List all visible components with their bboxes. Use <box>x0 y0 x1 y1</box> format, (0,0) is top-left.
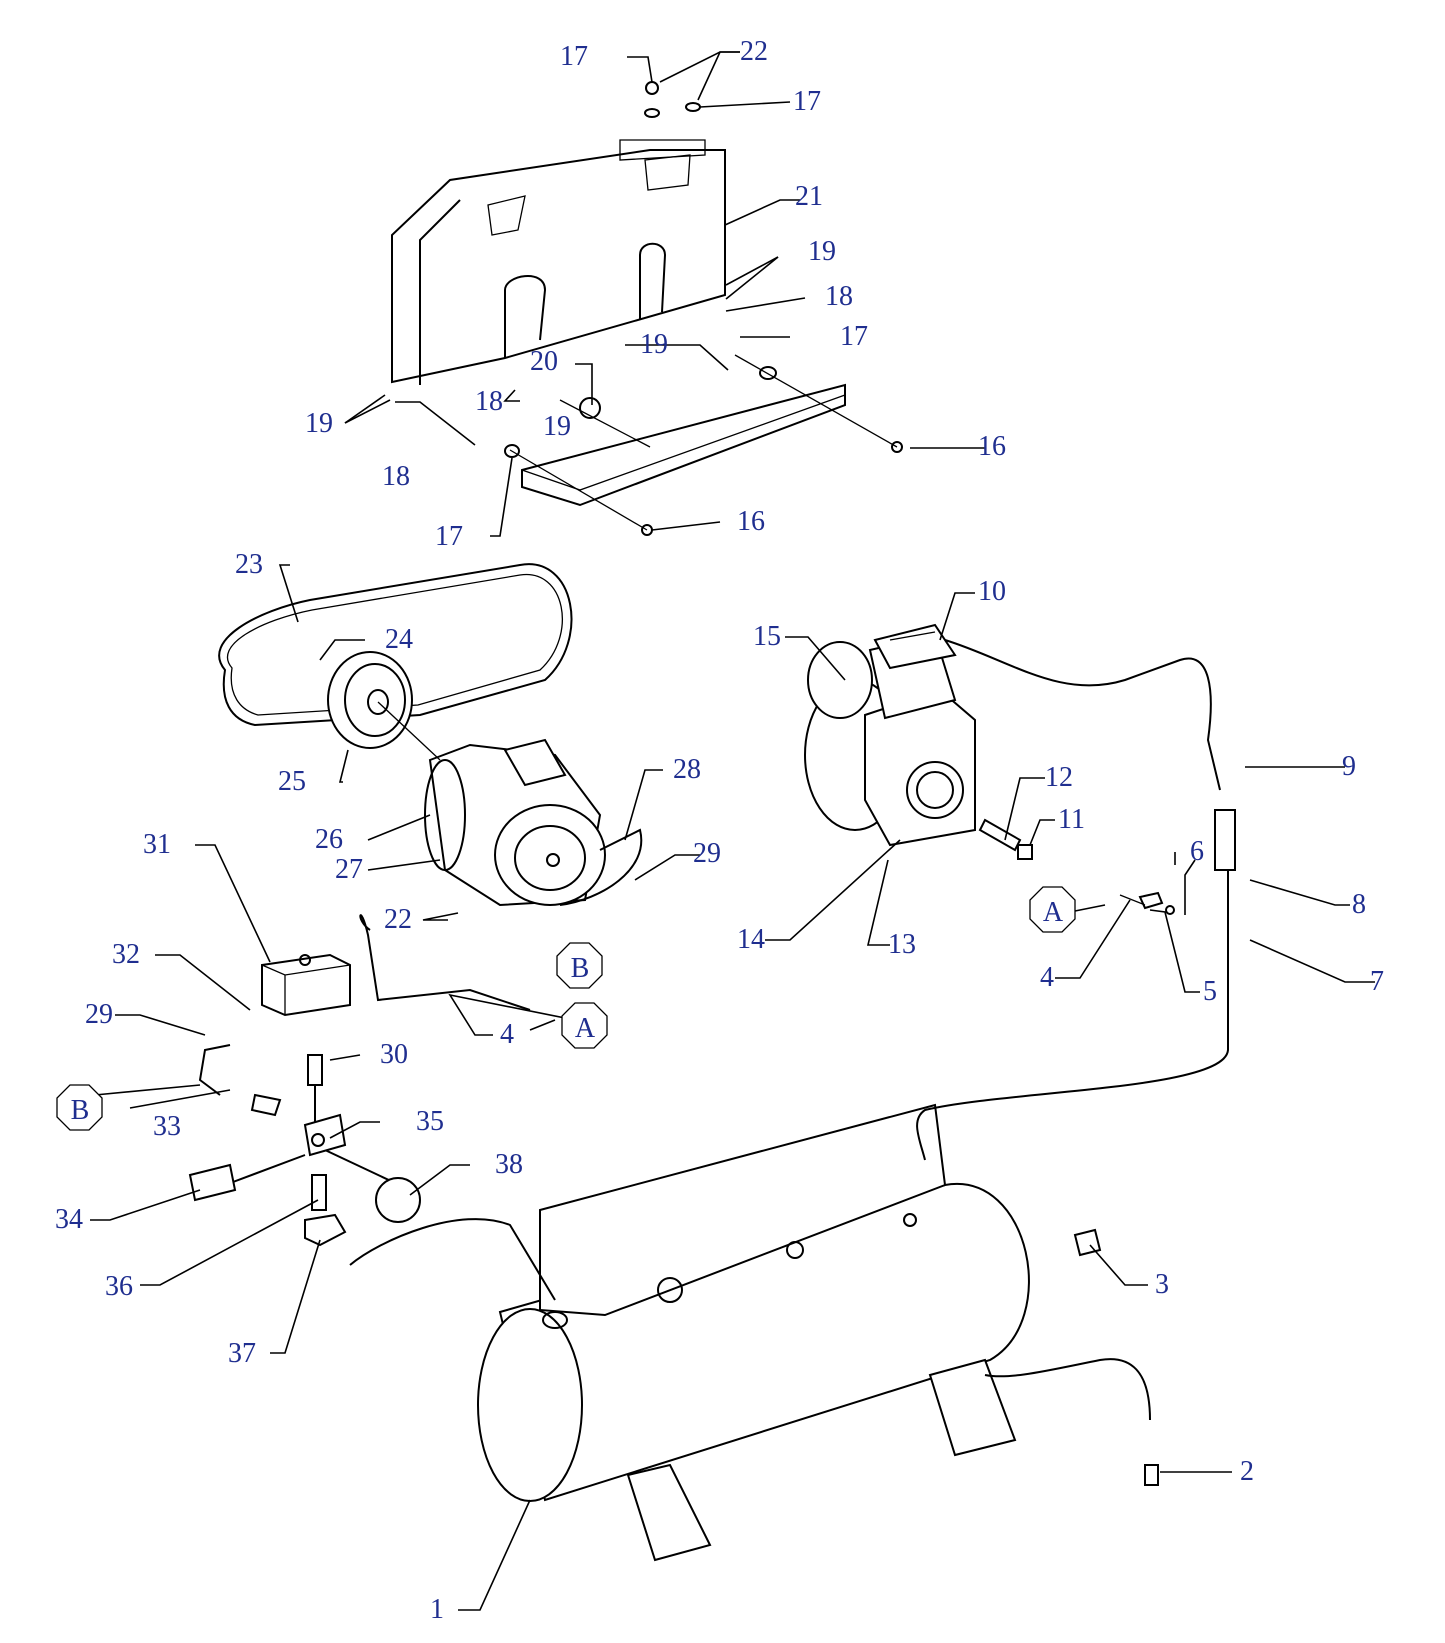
svg-text:A: A <box>575 1013 596 1044</box>
callout-17-mid: 17 <box>840 321 868 352</box>
callout-36: 36 <box>105 1271 133 1302</box>
pressure-gauge <box>375 1177 421 1223</box>
tank <box>477 1103 1030 1562</box>
callout-17-top-left: 17 <box>560 41 588 72</box>
ref-marker-b-lower: B <box>56 1084 103 1131</box>
callout-19-left: 19 <box>305 408 333 439</box>
pressure-switch <box>261 953 351 1017</box>
svg-text:B: B <box>71 1095 90 1126</box>
callout-17-top-right: 17 <box>793 86 821 117</box>
callout-11: 11 <box>1058 804 1085 835</box>
callout-21: 21 <box>795 181 823 212</box>
motor <box>377 701 606 907</box>
callout-29-left: 29 <box>85 999 113 1030</box>
callout-19-lower: 19 <box>543 411 571 442</box>
callout-15: 15 <box>753 621 781 652</box>
ref-marker-a-lower: A <box>561 1002 608 1049</box>
callout-19-mid: 19 <box>640 329 668 360</box>
callout-18-mid: 18 <box>475 386 503 417</box>
callout-19-right: 19 <box>808 236 836 267</box>
callout-7: 7 <box>1370 966 1384 997</box>
guard-hardware <box>504 81 903 536</box>
callout-38: 38 <box>495 1149 523 1180</box>
callout-24: 24 <box>385 624 413 655</box>
callout-26: 26 <box>315 824 343 855</box>
svg-text:A: A <box>1043 897 1064 928</box>
callout-18-right: 18 <box>825 281 853 312</box>
callout-35: 35 <box>416 1106 444 1137</box>
pulley <box>327 651 413 749</box>
callout-16-lower: 16 <box>737 506 765 537</box>
callout-22-top: 22 <box>740 36 768 67</box>
ref-marker-b-upper: B <box>556 942 603 989</box>
nipples <box>188 1054 1159 1486</box>
callout-8: 8 <box>1352 889 1366 920</box>
svg-text:B: B <box>571 953 590 984</box>
callout-6: 6 <box>1190 836 1204 867</box>
callout-22-motor: 22 <box>384 904 412 935</box>
callout-20: 20 <box>530 346 558 377</box>
callout-25: 25 <box>278 766 306 797</box>
callout-4-left: 4 <box>500 1019 514 1050</box>
callout-1: 1 <box>430 1594 444 1625</box>
ref-marker-a-upper: A <box>1029 886 1076 933</box>
pump <box>804 623 976 847</box>
callout-30: 30 <box>380 1039 408 1070</box>
guard-bracket <box>521 383 846 507</box>
callout-32: 32 <box>112 939 140 970</box>
callout-17-lower: 17 <box>435 521 463 552</box>
belt <box>218 563 573 727</box>
callout-31: 31 <box>143 829 171 860</box>
callout-16-upper: 16 <box>978 431 1006 462</box>
callout-4-right: 4 <box>1040 962 1054 993</box>
callout-23: 23 <box>235 549 263 580</box>
callout-37: 37 <box>228 1338 256 1369</box>
callout-29-right: 29 <box>693 838 721 869</box>
callout-27: 27 <box>335 854 363 885</box>
callout-33: 33 <box>153 1111 181 1142</box>
small-parts <box>978 818 1175 915</box>
callout-14: 14 <box>737 924 765 955</box>
callout-28: 28 <box>673 754 701 785</box>
cross-fitting <box>303 1113 347 1157</box>
discharge-tube <box>916 639 1236 1161</box>
callout-5: 5 <box>1203 976 1217 1007</box>
tubing <box>198 828 1151 1421</box>
callout-labels: 1 2 3 4 4 5 6 7 8 9 10 11 12 13 14 15 16… <box>55 36 1384 1625</box>
leader-lines <box>90 51 1375 1611</box>
callout-12: 12 <box>1045 762 1073 793</box>
callout-34: 34 <box>55 1204 83 1235</box>
callout-10: 10 <box>978 576 1006 607</box>
callout-2: 2 <box>1240 1456 1254 1487</box>
callout-18-left: 18 <box>382 461 410 492</box>
callout-9: 9 <box>1342 751 1356 782</box>
callout-3: 3 <box>1155 1269 1169 1300</box>
callout-13: 13 <box>888 929 916 960</box>
belt-guard <box>391 139 726 385</box>
